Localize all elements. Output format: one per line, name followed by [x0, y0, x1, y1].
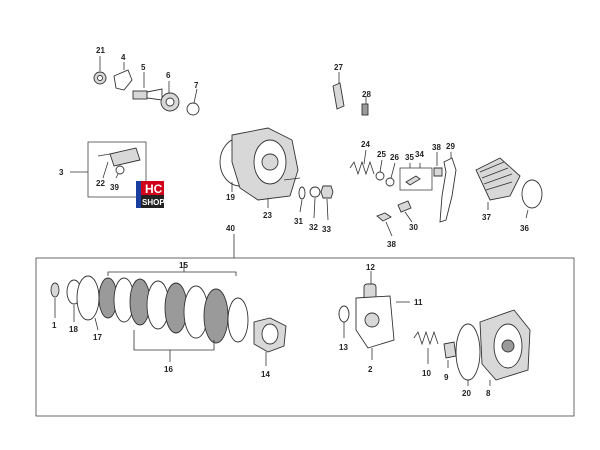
part-4-plate [113, 69, 133, 91]
callout-2: 2 [368, 365, 373, 374]
callout-8: 8 [486, 389, 491, 398]
part-28-screw [361, 103, 369, 116]
part-24-spring [349, 160, 375, 176]
part-34-pin [405, 175, 421, 186]
part-38-block-lower [376, 212, 392, 222]
part-30-pin [397, 200, 412, 213]
callout-19: 19 [226, 193, 235, 202]
callout-37: 37 [482, 213, 491, 222]
callout-33: 33 [322, 225, 331, 234]
callout-28: 28 [362, 90, 371, 99]
callout-16: 16 [164, 365, 173, 374]
callout-7: 7 [194, 81, 199, 90]
group-shift-mechanism: 24 25 26 35 34 38 29 30 38 [349, 140, 457, 249]
logo-hc-text: HC [145, 182, 163, 196]
part-38-block-upper [433, 167, 443, 177]
pressure-plate [227, 297, 249, 343]
part-10-spring [413, 330, 439, 346]
callout-14: 14 [261, 370, 270, 379]
callout-29: 29 [446, 142, 455, 151]
callout-11: 11 [414, 298, 423, 307]
callout-18: 18 [69, 325, 78, 334]
callout-27: 27 [334, 63, 343, 72]
part-36-clamp [521, 179, 543, 209]
callout-38-lower: 38 [387, 240, 396, 249]
callout-35: 35 [405, 153, 414, 162]
callout-26: 26 [390, 153, 399, 162]
group-housing: 19 23 [219, 127, 301, 220]
logo-shop-text: SHOP [142, 198, 165, 207]
callout-1: 1 [52, 321, 57, 330]
part-22-shaft [109, 147, 141, 167]
callout-9: 9 [444, 373, 449, 382]
callout-25: 25 [377, 150, 386, 159]
callout-32: 32 [309, 223, 318, 232]
group-37-36: 37 36 [475, 157, 543, 233]
callout-31: 31 [294, 217, 303, 226]
part-5-bolt [132, 90, 148, 100]
group-3-22-39: 3 22 39 [59, 141, 147, 198]
group-top-left: 21 4 5 6 7 [93, 46, 200, 116]
callout-4: 4 [121, 53, 126, 62]
callout-3: 3 [59, 168, 64, 177]
part-31-washer [298, 186, 306, 200]
group-27-28: 27 28 [332, 63, 371, 116]
part-20-oring [455, 323, 481, 381]
part-33-nut [320, 185, 334, 199]
part-17-ring [76, 275, 100, 321]
callout-22: 22 [96, 179, 105, 188]
callout-20: 20 [462, 389, 471, 398]
part-27-shim [332, 82, 345, 110]
part-39-ring [115, 165, 125, 175]
callout-34: 34 [415, 150, 424, 159]
callout-24: 24 [361, 140, 370, 149]
callout-36: 36 [520, 224, 529, 233]
callout-38-upper: 38 [432, 143, 441, 152]
part-25-washer [375, 171, 385, 181]
group-clutch-assembly: 40 1 18 17 15 16 14 12 [35, 224, 575, 417]
group-31-32-33: 31 32 33 [294, 185, 334, 234]
callout-39: 39 [110, 183, 119, 192]
callout-30: 30 [409, 223, 418, 232]
callout-23: 23 [263, 211, 272, 220]
part-7-circlip [186, 102, 200, 116]
callout-5: 5 [141, 63, 146, 72]
callout-10: 10 [422, 369, 431, 378]
part-26-clip [385, 177, 395, 187]
sub-assembly-35-box [399, 167, 433, 191]
callout-15: 15 [179, 261, 188, 270]
clutch-plate-7 [203, 288, 229, 344]
sub-assembly-3-box [87, 141, 147, 198]
callout-17: 17 [93, 333, 102, 342]
sub-assembly-40-box [35, 257, 575, 417]
callout-40: 40 [226, 224, 235, 233]
part-9-cup [443, 341, 457, 359]
callout-21: 21 [96, 46, 105, 55]
callout-13: 13 [339, 343, 348, 352]
part-1-nut [50, 282, 60, 298]
callout-12: 12 [366, 263, 375, 272]
callout-6: 6 [166, 71, 171, 80]
part-32-oring [309, 186, 321, 198]
part-29-lever [439, 157, 457, 223]
hc-shop-logo: HC SHOP [136, 181, 165, 208]
part-13-oring [338, 305, 350, 323]
